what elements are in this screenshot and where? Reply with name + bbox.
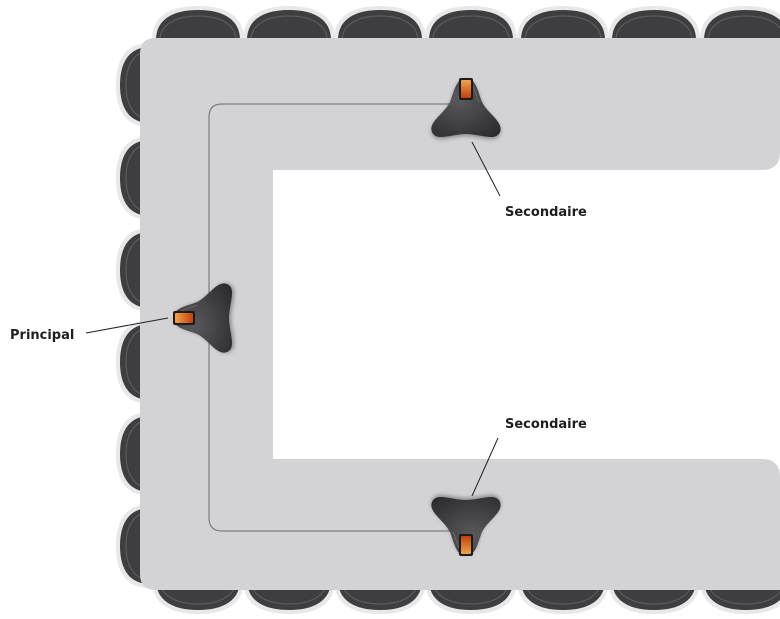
leader-line-secondary-top (471, 141, 501, 197)
conference-chair-icon (151, 5, 245, 41)
conference-chair-icon (516, 5, 610, 41)
leader-line-principal (85, 317, 169, 334)
leader-line-secondary-bottom (471, 437, 499, 497)
conference-chair-icon (607, 5, 701, 41)
conference-chair-icon (699, 5, 780, 41)
chairs-top-row (151, 5, 780, 41)
speakerphone-icon (431, 497, 500, 556)
u-shaped-table (140, 38, 780, 590)
label-secondary-bottom: Secondaire (505, 417, 587, 432)
conference-chair-icon (424, 5, 518, 41)
label-principal: Principal (10, 328, 74, 343)
speakerphone-icon (173, 283, 232, 352)
speakerphone-icon (431, 78, 500, 137)
conference-chair-icon (333, 5, 427, 41)
conference-chair-icon (242, 5, 336, 41)
label-secondary-top: Secondaire (505, 205, 587, 220)
